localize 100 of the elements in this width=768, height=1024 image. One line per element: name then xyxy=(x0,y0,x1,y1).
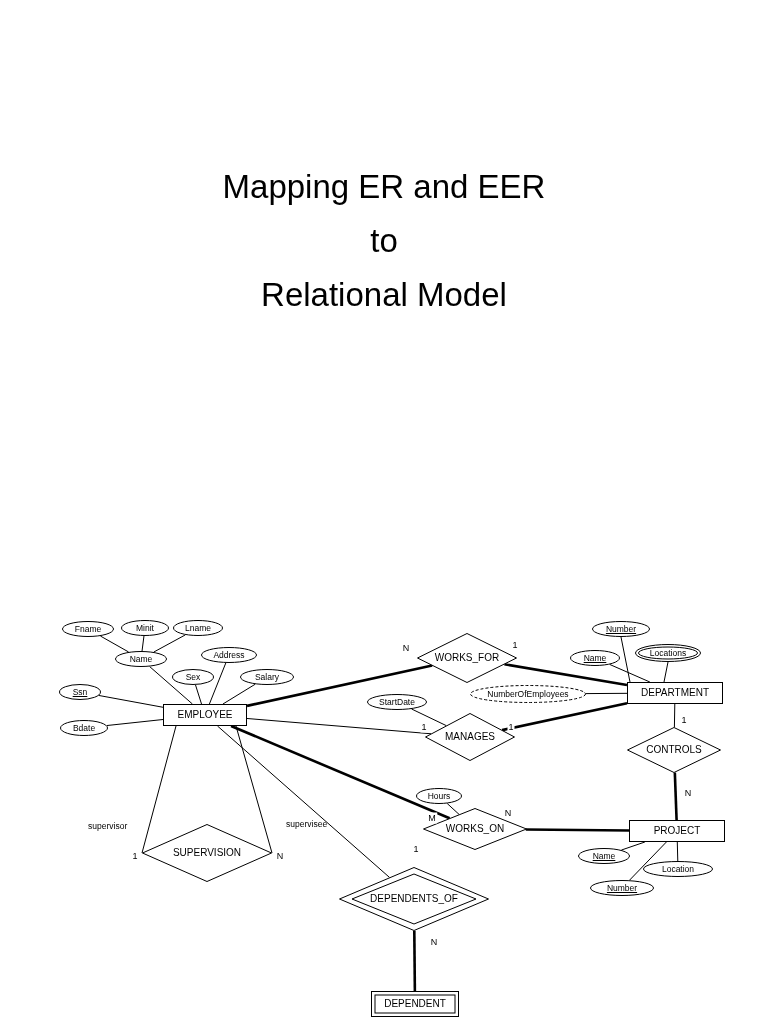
attribute-ellipse xyxy=(173,620,223,636)
connector-line xyxy=(585,692,628,695)
double-line xyxy=(525,828,629,832)
attribute-name: Lname xyxy=(185,623,211,633)
connector-line xyxy=(141,725,177,854)
entity-name: DEPENDENT xyxy=(384,999,446,1009)
attribute-ellipse xyxy=(60,720,108,736)
role-name: supervisee xyxy=(286,820,328,829)
connector-line xyxy=(620,636,631,683)
entity-box xyxy=(163,704,247,726)
relationship-name: MANAGES xyxy=(445,732,495,742)
attribute-ellipse xyxy=(643,861,713,877)
connector-line xyxy=(141,635,145,652)
cardinality-label: 1 xyxy=(507,721,515,733)
relationship-name: DEPENDENTS_OF xyxy=(370,894,458,904)
attribute-ellipse xyxy=(59,684,101,700)
connector-line xyxy=(609,663,651,683)
cardinality-label: 1 xyxy=(680,714,688,726)
attribute-name: Hours xyxy=(427,791,451,801)
double-line xyxy=(673,772,678,821)
relationship-name: SUPERVISION xyxy=(172,848,242,858)
cardinality-label: 1 xyxy=(131,850,139,862)
entity-name: EMPLOYEE xyxy=(177,710,233,720)
double-line xyxy=(246,664,433,708)
relationship-diamond xyxy=(142,824,272,882)
identifying-relationship-diamond xyxy=(339,867,489,931)
attribute-name: Fname xyxy=(74,624,102,634)
attribute-ellipse xyxy=(62,621,114,637)
connector-line xyxy=(99,635,130,653)
attribute-ellipse xyxy=(121,620,169,636)
role-name: supervisor xyxy=(88,822,128,831)
attribute-ellipse xyxy=(590,880,654,896)
derived-attribute-ellipse xyxy=(470,685,586,703)
relationship-name: WORKS_ON xyxy=(445,824,505,834)
connector-line xyxy=(663,661,669,683)
cardinality-label: N xyxy=(683,787,693,799)
connector-line xyxy=(411,708,447,727)
connector-line xyxy=(629,841,667,881)
attribute-name: Ssn xyxy=(72,687,88,697)
attribute-name: Name xyxy=(592,851,616,861)
attribute-ellipse xyxy=(578,848,630,864)
attribute-name: Sex xyxy=(185,672,201,682)
relationship-name: WORKS_FOR xyxy=(434,653,500,663)
attribute-name: Address xyxy=(213,650,245,660)
cardinality-label: N xyxy=(429,936,439,948)
attribute-ellipse xyxy=(201,647,257,663)
attribute-name: Minit xyxy=(136,623,154,633)
attribute-name: NumberOfEmployees xyxy=(487,689,569,699)
attribute-ellipse xyxy=(172,669,214,685)
connector-line xyxy=(673,703,676,728)
attribute-name: Salary xyxy=(254,672,280,682)
entity-name: PROJECT xyxy=(653,826,701,836)
entity-box xyxy=(627,682,723,704)
relationship-diamond xyxy=(425,713,515,761)
relationship-diamond xyxy=(423,808,527,850)
connector-line xyxy=(217,725,390,878)
relationship-name: CONTROLS xyxy=(646,745,702,755)
attribute-name: Locations xyxy=(649,648,687,658)
attribute-ellipse xyxy=(115,651,167,667)
entity-box xyxy=(629,820,725,842)
multivalued-attribute-ellipse xyxy=(635,644,701,662)
double-line xyxy=(413,930,417,991)
attribute-name: Number xyxy=(605,624,637,634)
relationship-diamond xyxy=(627,727,721,773)
attribute-name: Bdate xyxy=(72,723,96,733)
cardinality-label: N xyxy=(503,807,513,819)
connector-line xyxy=(222,683,256,705)
attribute-ellipse xyxy=(570,650,620,666)
connector-line xyxy=(620,841,646,851)
connector-line xyxy=(246,718,432,735)
cardinality-label: 1 xyxy=(511,639,519,651)
cardinality-label: N xyxy=(401,642,411,654)
attribute-ellipse xyxy=(240,669,294,685)
attribute-ellipse xyxy=(592,621,650,637)
connector-line xyxy=(149,666,193,705)
attribute-name: Location xyxy=(661,864,695,874)
weak-entity-box xyxy=(371,991,459,1017)
connector-line xyxy=(195,684,203,705)
double-line xyxy=(230,724,451,820)
connector-line xyxy=(98,695,164,708)
attribute-name: Number xyxy=(606,883,638,893)
connector-line xyxy=(446,803,460,815)
connector-line xyxy=(106,719,164,727)
double-line xyxy=(504,663,628,687)
cardinality-label: M xyxy=(427,812,437,824)
relationship-diamond xyxy=(417,633,517,683)
attribute-name: Name xyxy=(129,654,153,664)
attribute-name: Name xyxy=(583,653,607,663)
cardinality-label: 1 xyxy=(412,843,420,855)
slide-title: Mapping ER and EER to Relational Model xyxy=(221,167,547,315)
connector-line xyxy=(153,634,186,653)
cardinality-label: N xyxy=(275,850,285,862)
attribute-name: StartDate xyxy=(379,697,415,707)
cardinality-label: 1 xyxy=(420,721,428,733)
attribute-ellipse xyxy=(416,788,462,804)
connector-line xyxy=(208,662,227,705)
double-line xyxy=(501,702,628,732)
entity-name: DEPARTMENT xyxy=(641,688,709,698)
connector-line xyxy=(676,841,679,862)
attribute-ellipse xyxy=(367,694,427,710)
